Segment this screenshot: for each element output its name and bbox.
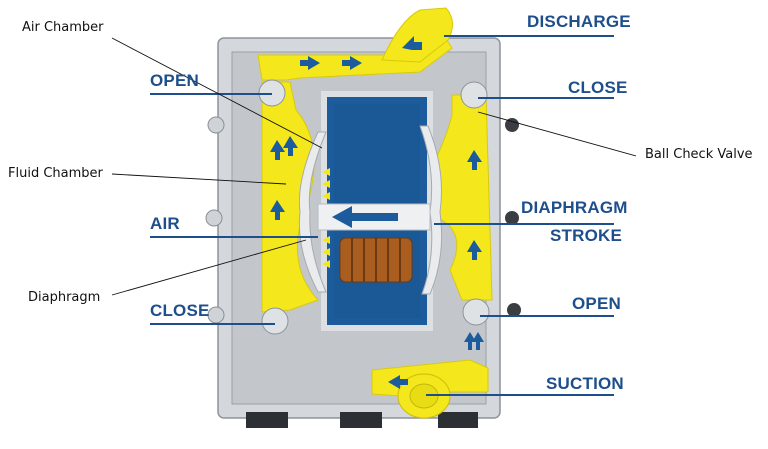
air-pressure-arrows xyxy=(322,168,330,268)
callout-fluid-chamber: Fluid Chamber xyxy=(8,166,103,181)
label-discharge: DISCHARGE xyxy=(527,12,631,31)
arrow-bottom-left xyxy=(388,375,408,389)
label-diaphragm-stroke-1: DIAPHRAGM xyxy=(521,198,628,217)
label-leader-lines xyxy=(150,35,614,396)
label-close-right: CLOSE xyxy=(568,78,628,97)
ball-valve-top-right xyxy=(460,81,488,109)
fluid-paths xyxy=(257,7,493,397)
callout-ball-check-valve: Ball Check Valve xyxy=(645,147,753,162)
callout-diaphragm: Diaphragm xyxy=(28,290,101,305)
label-diaphragm-stroke-2: STROKE xyxy=(550,226,623,245)
left-diaphragm xyxy=(298,131,327,293)
arrow-right-up-1 xyxy=(467,150,482,170)
label-suction: SUCTION xyxy=(546,374,624,393)
label-open-left: OPEN xyxy=(150,71,199,90)
arrow-left-up-2 xyxy=(270,200,285,220)
arrow-right-up-2 xyxy=(467,240,482,260)
arrow-top-2 xyxy=(342,56,362,70)
label-air: AIR xyxy=(150,214,180,233)
arrow-top-1 xyxy=(300,56,320,70)
ball-valve-bottom-right xyxy=(462,298,490,326)
stroke-arrow xyxy=(332,206,398,228)
label-open-right: OPEN xyxy=(572,294,621,313)
arrow-discharge xyxy=(402,36,422,50)
callout-air-chamber: Air Chamber xyxy=(22,20,104,35)
arrow-suction-2 xyxy=(472,332,484,350)
ball-valve-bottom-left xyxy=(261,307,289,335)
arrow-left-up-1 xyxy=(270,140,285,160)
air-valve-spool xyxy=(339,237,413,283)
callout-lines xyxy=(111,37,637,296)
arrow-suction-1 xyxy=(464,332,476,350)
flow-arrows xyxy=(270,36,484,389)
arrow-left-up-3 xyxy=(283,136,298,156)
ball-check-valves xyxy=(258,79,490,335)
right-diaphragm xyxy=(419,125,443,295)
label-close-left: CLOSE xyxy=(150,301,210,320)
